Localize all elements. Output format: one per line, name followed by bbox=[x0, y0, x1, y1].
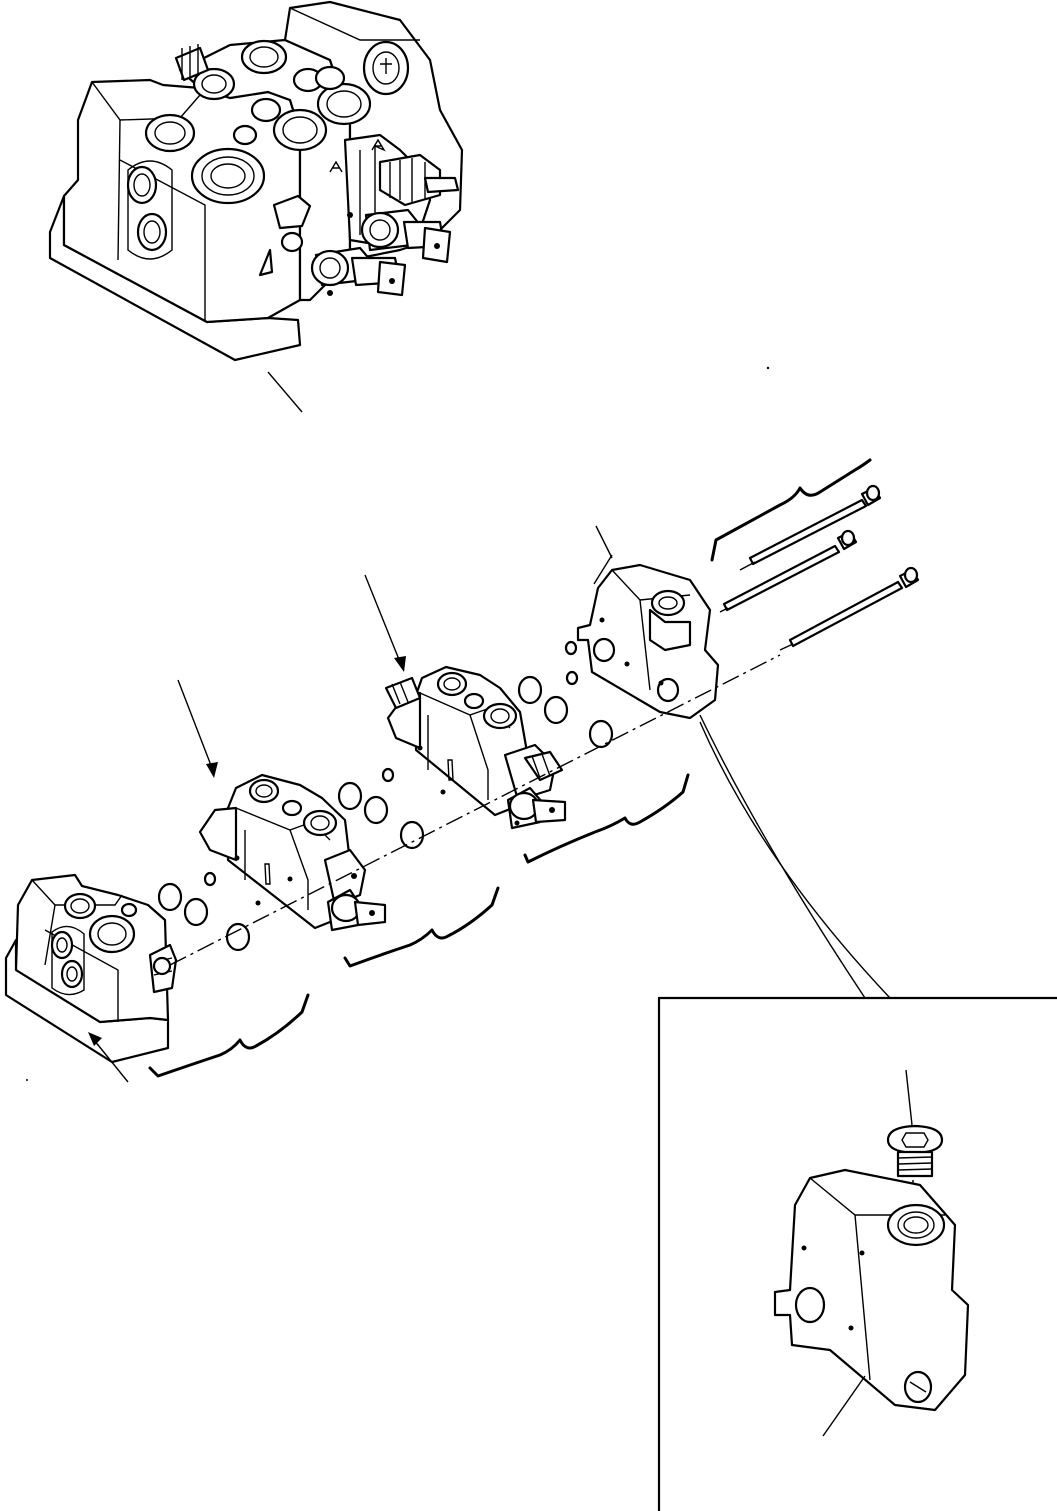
valve-section-1 bbox=[157, 679, 387, 952]
end-cover-block bbox=[576, 525, 720, 720]
assembled-control-valve bbox=[48, 0, 464, 413]
assembly-centre-line bbox=[169, 654, 781, 966]
end-cover-detail bbox=[773, 1168, 970, 1437]
detail-inset bbox=[657, 996, 1057, 1511]
plug bbox=[886, 1069, 944, 1210]
valve-section-2 bbox=[337, 574, 567, 850]
detail-leader bbox=[699, 714, 1057, 999]
braces bbox=[148, 458, 872, 1078]
o-rings bbox=[517, 640, 614, 749]
tie-bolts bbox=[719, 484, 920, 651]
inlet-cover-block bbox=[4, 873, 178, 1083]
